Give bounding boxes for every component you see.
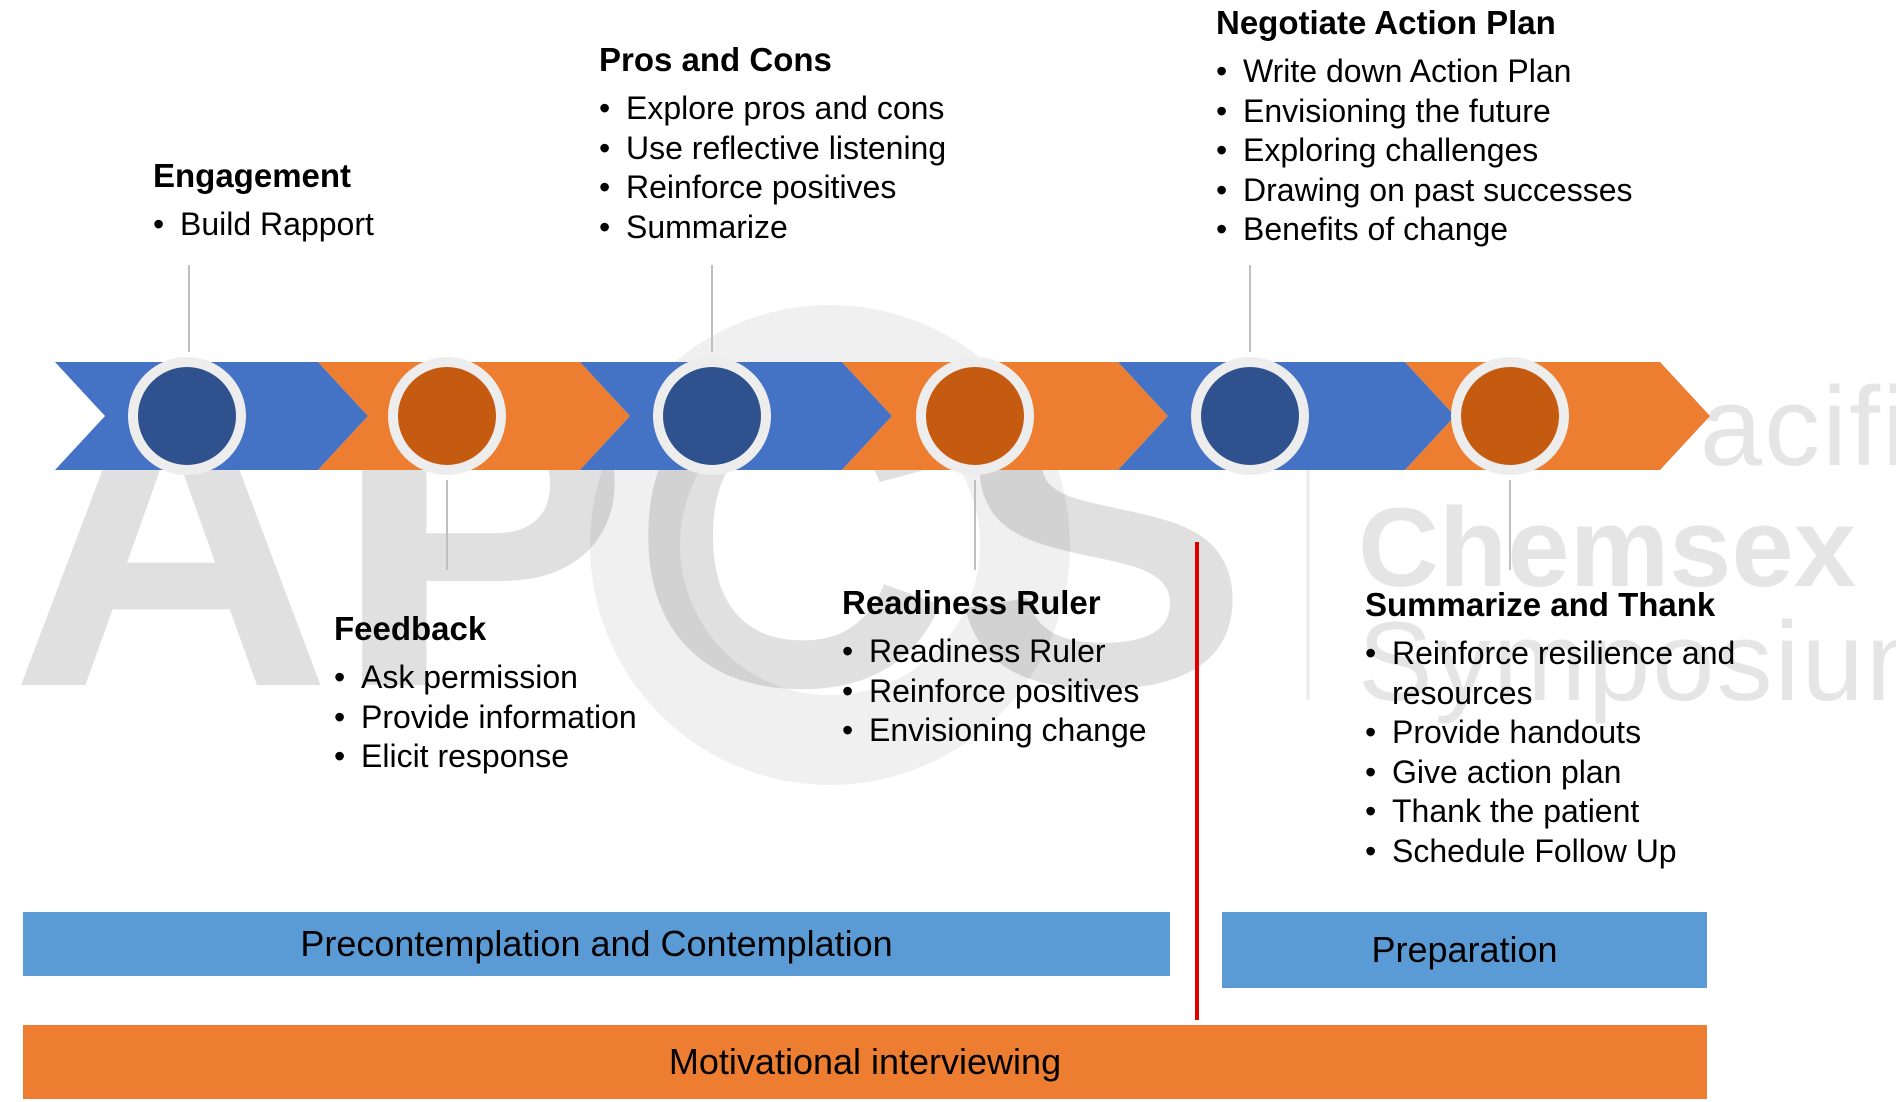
stage-items: Ask permission Provide information Elici… [334,658,694,777]
stage-node-1 [128,357,246,475]
stage-item: Thank the patient [1365,792,1755,832]
stage-engagement: Engagement Build Rapport [153,157,453,245]
stage-readiness-ruler: Readiness Ruler Readiness Ruler Reinforc… [842,584,1202,751]
band-label: Preparation [1371,929,1558,970]
stage-node-5 [1191,357,1309,475]
stage-title: Pros and Cons [599,41,832,78]
stage-node-4 [916,357,1034,475]
band-motivational-interviewing: Motivational interviewing [23,1025,1707,1099]
stage-item: Write down Action Plan [1216,52,1656,92]
stage-node-3 [653,357,771,475]
stage-item: Summarize [599,208,989,248]
stage-node-6 [1451,357,1569,475]
stage-items: Reinforce resilience and resources Provi… [1365,634,1755,871]
stage-title: Negotiate Action Plan [1216,4,1556,41]
stage-item: Elicit response [334,737,694,777]
stage-item: Exploring challenges [1216,131,1656,171]
stage-item: Build Rapport [153,205,453,245]
stage-item: Schedule Follow Up [1365,832,1755,872]
stage-item: Ask permission [334,658,694,698]
stage-item: Benefits of change [1216,210,1656,250]
stage-feedback: Feedback Ask permission Provide informat… [334,610,694,777]
stage-items: Explore pros and cons Use reflective lis… [599,89,989,247]
stage-summarize-and-thank: Summarize and Thank Reinforce resilience… [1365,586,1755,871]
stage-item: Reinforce resilience and resources [1365,634,1755,713]
stage-item: Reinforce positives [599,168,989,208]
stage-title: Readiness Ruler [842,584,1101,621]
band-label: Precontemplation and Contemplation [300,923,893,964]
stage-item: Give action plan [1365,753,1755,793]
stage-item: Provide information [334,698,694,738]
stage-title: Summarize and Thank [1365,586,1716,623]
band-precontemplation: Precontemplation and Contemplation [23,912,1170,976]
stage-item: Reinforce positives [842,672,1202,712]
stage-title: Engagement [153,157,352,194]
stage-item: Use reflective listening [599,129,989,169]
stage-title: Feedback [334,610,487,647]
stage-negotiate-action-plan: Negotiate Action Plan Write down Action … [1216,4,1656,250]
stage-items: Write down Action Plan Envisioning the f… [1216,52,1656,250]
stage-item: Explore pros and cons [599,89,989,129]
stage-item: Envisioning the future [1216,92,1656,132]
band-label: Motivational interviewing [668,1041,1062,1082]
stage-node-2 [388,357,506,475]
band-preparation: Preparation [1222,912,1707,988]
stage-item: Provide handouts [1365,713,1755,753]
stage-items: Build Rapport [153,205,453,245]
stage-items: Readiness Ruler Reinforce positives Envi… [842,632,1202,751]
watermark-line2: Chemsex [1358,485,1857,610]
stage-item: Envisioning change [842,711,1202,751]
stage-item: Drawing on past successes [1216,171,1656,211]
stage-pros-and-cons: Pros and Cons Explore pros and cons Use … [599,41,989,247]
stage-item: Readiness Ruler [842,632,1202,672]
